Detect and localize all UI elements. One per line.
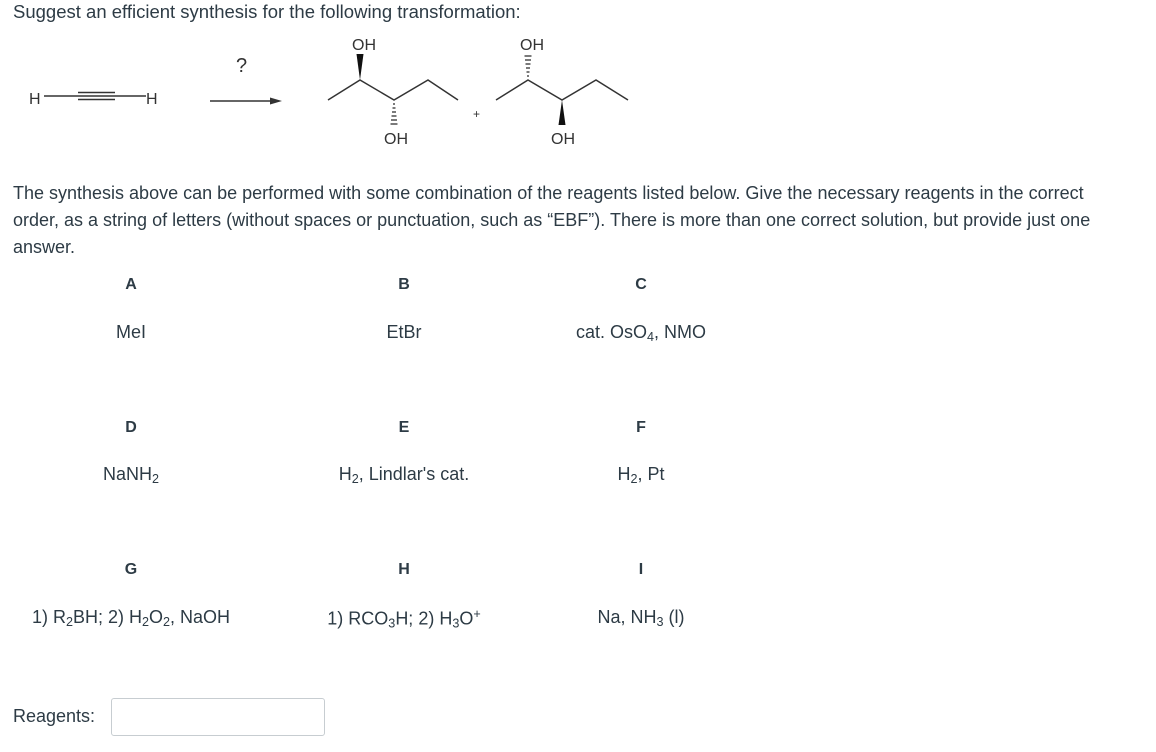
product2-oh-top: OH <box>520 37 544 54</box>
acetylene-structure: H H <box>29 91 158 108</box>
reagent-letter-i: I <box>638 561 644 578</box>
reagent-letter-e: E <box>398 419 410 436</box>
reagent-letter-d: D <box>125 419 137 436</box>
question-text: Suggest an efficient synthesis for the f… <box>13 1 521 22</box>
reagents-answer-input[interactable] <box>111 698 325 736</box>
reagent-value-g: 1) R2BH; 2) H2O2, NaOH <box>31 607 231 630</box>
plus-sign: + <box>473 107 480 121</box>
reagent-value-h: 1) RCO3H; 2) H3O+ <box>327 607 481 631</box>
reaction-scheme: H H ? OH OH + OH OH <box>29 37 629 148</box>
arrow-question-mark: ? <box>236 55 247 77</box>
start-left-h: H <box>29 91 41 108</box>
reagent-value-b: EtBr <box>386 322 422 342</box>
reagent-value-c: cat. OsO4, NMO <box>575 322 707 345</box>
reagent-letter-b: B <box>398 276 410 293</box>
reagent-value-f: H2, Pt <box>617 464 665 487</box>
reagent-value-e: H2, Lindlar's cat. <box>338 464 470 487</box>
product1-oh-top: OH <box>352 37 376 54</box>
product-diol-2: OH OH <box>495 37 629 148</box>
reagent-letter-c: C <box>635 276 647 293</box>
reagent-value-a: MeI <box>115 322 146 342</box>
instructions-text: The synthesis above can be performed wit… <box>13 183 1091 257</box>
reagent-letter-a: A <box>125 276 137 293</box>
reagent-letter-h: H <box>398 561 410 578</box>
reaction-arrow: ? <box>210 55 282 105</box>
product2-oh-bottom: OH <box>551 131 575 148</box>
reagent-value-i: Na, NH3 (l) <box>597 607 685 630</box>
start-right-h: H <box>146 91 158 108</box>
product-diol-1: OH OH <box>327 37 459 148</box>
product1-oh-bottom: OH <box>384 131 408 148</box>
reagent-letter-g: G <box>124 561 138 578</box>
reagents-label: Reagents: <box>13 706 96 726</box>
reagent-letter-f: F <box>636 419 646 436</box>
reagent-value-d: NaNH2 <box>102 464 160 487</box>
